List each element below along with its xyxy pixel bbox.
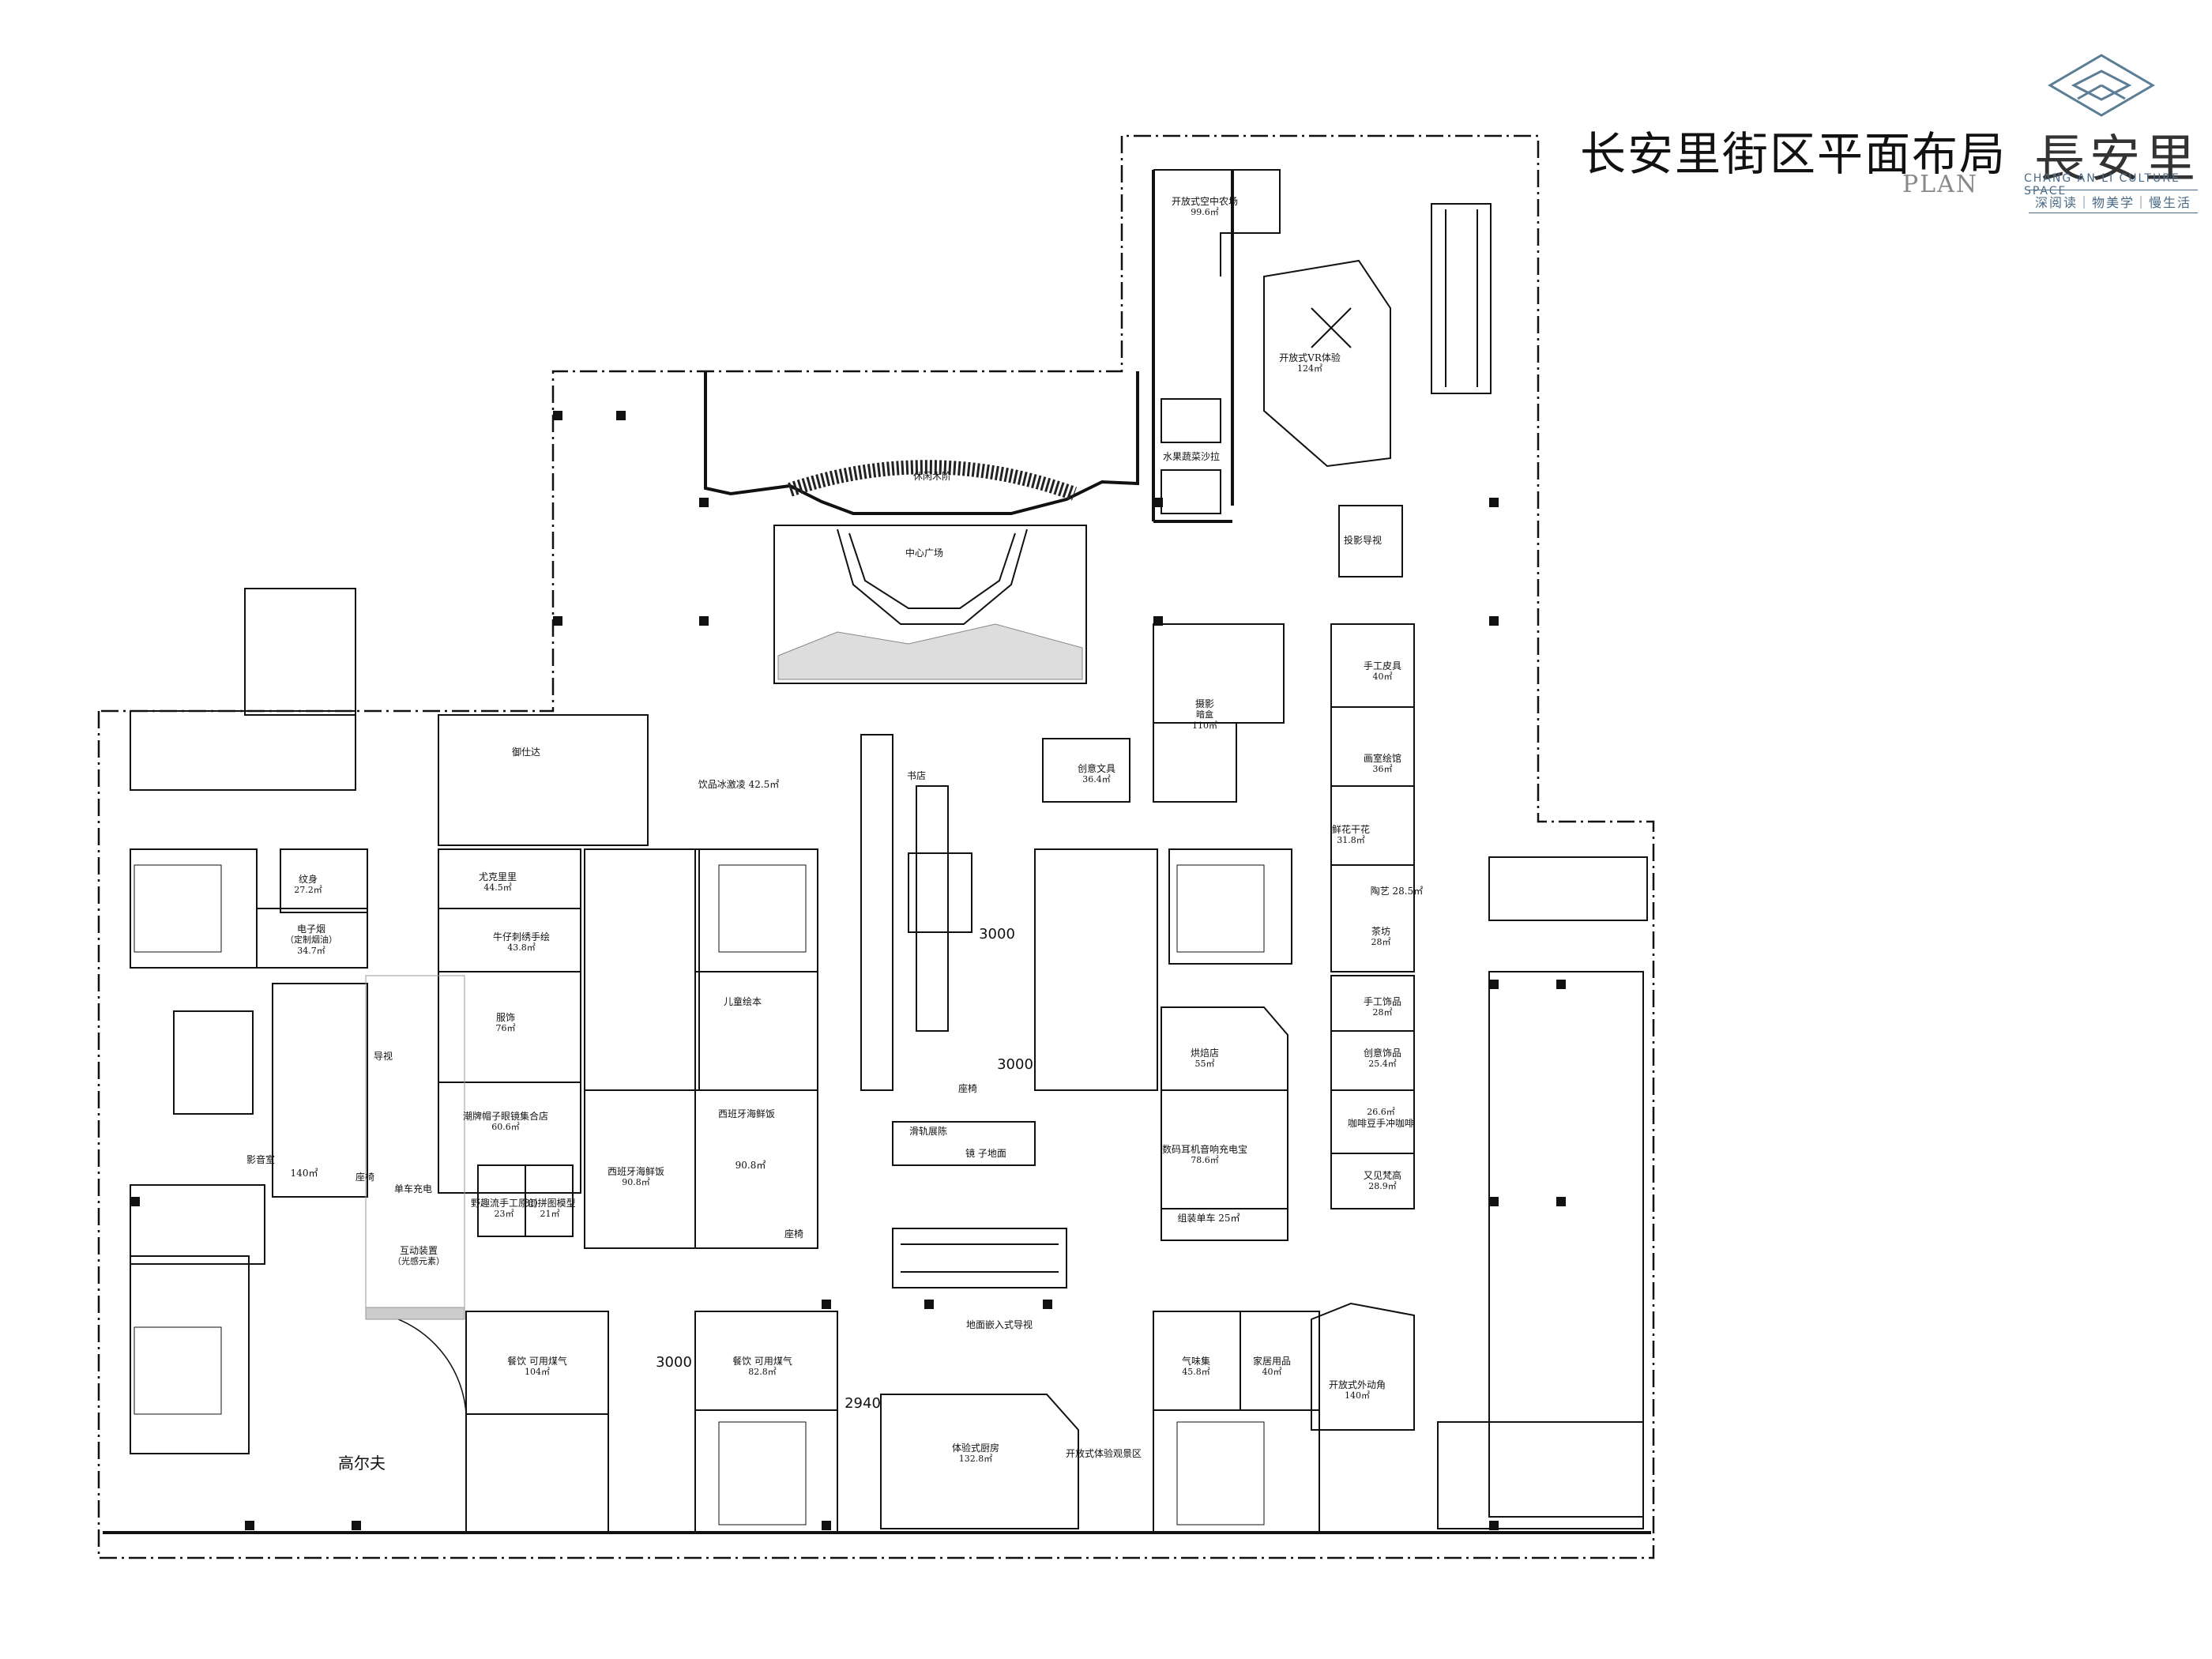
page-title: 长安里街区平面布局 <box>1580 127 2007 181</box>
label-mirror: 镜 子地面 <box>965 1148 1006 1159</box>
site-boundary <box>97 134 1655 1559</box>
room-bookstore: 书店 <box>906 770 927 781</box>
brand-logo <box>2048 54 2155 117</box>
room-spanish: 西班牙海鲜饭 <box>717 1108 776 1119</box>
room-spanish-area: 90.8㎡ <box>735 1160 766 1171</box>
label-seat1: 座椅 <box>957 1083 978 1094</box>
room-plaza: 中心广场 <box>905 547 944 559</box>
room-ecig: 电子烟（定制烟油）34.7㎡ <box>285 924 337 956</box>
dimension-3: 3000 <box>656 1354 692 1371</box>
room-open-view: 开放式体验观景区 <box>1065 1448 1142 1459</box>
structural-columns <box>130 411 1566 1530</box>
page-subtitle: PLAN <box>1902 171 1979 198</box>
room-projection: 投影导视 <box>1343 535 1382 546</box>
brand-tagline: 深阅读｜物美学｜慢生活 <box>2029 190 2199 213</box>
room-cinema: 影音室 <box>246 1154 276 1165</box>
room-yuyida: 御仕达 <box>511 747 541 758</box>
label-guide: 导视 <box>373 1051 393 1062</box>
brand-english: CHANG AN LI CULTURE SPACE <box>2024 172 2180 198</box>
vr-zone <box>1263 259 1391 468</box>
plaza-steps: 休闲木阶 <box>912 471 952 482</box>
room-pottery: 陶艺 28.5㎡ <box>1370 886 1424 897</box>
label-chair: 座椅 <box>355 1172 375 1183</box>
label-skate: 滑轨展陈 <box>908 1126 948 1137</box>
room-salad: 水果蔬菜沙拉 <box>1162 451 1221 462</box>
room-icecream: 饮品冰激凌 42.5㎡ <box>698 779 780 790</box>
room-cinema-area: 140㎡ <box>290 1168 318 1179</box>
brand-name: 長安里 <box>2034 130 2200 189</box>
label-floor-guide: 地面嵌入式导视 <box>965 1319 1033 1330</box>
room-golf: 高尔夫 <box>338 1454 386 1473</box>
label-bike-charge: 单车充电 <box>393 1183 433 1194</box>
central-plaza <box>773 525 1087 684</box>
room-bike-rent: 组装单车 25㎡ <box>1177 1213 1240 1224</box>
label-seat2: 座椅 <box>784 1228 804 1240</box>
label-interactive: 互动装置（光感元素） <box>393 1245 445 1266</box>
dimension-1: 3000 <box>979 926 1015 942</box>
cinema <box>272 983 368 1198</box>
dimension-4: 2940 <box>845 1395 881 1412</box>
room-kids: 儿童绘本 <box>723 996 762 1007</box>
dimension-2: 3000 <box>997 1056 1033 1073</box>
